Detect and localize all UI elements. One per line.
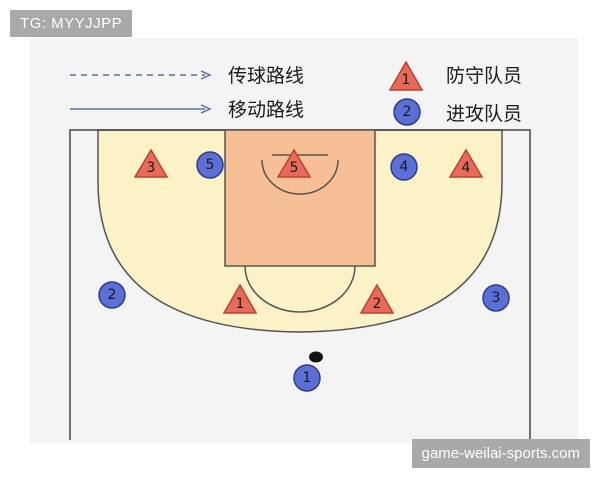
watermark-top-label: TG: MYYJJPP xyxy=(10,10,133,37)
restricted-arc xyxy=(261,159,339,195)
move-route-arrow xyxy=(200,104,212,114)
legend-attacker-icon: 2 xyxy=(393,98,421,126)
watermark-bottom-label: game-weilai-sports.com xyxy=(411,439,590,468)
defender-3: 3 xyxy=(133,148,169,178)
svg-text:3: 3 xyxy=(492,290,501,306)
defender-4: 4 xyxy=(448,148,484,178)
svg-text:3: 3 xyxy=(147,160,156,176)
svg-text:4: 4 xyxy=(400,159,409,175)
attacker-4: 4 xyxy=(390,153,418,181)
defender-1: 1 xyxy=(222,283,258,314)
defender-legend-label: 防守队员 xyxy=(446,65,522,87)
svg-text:5: 5 xyxy=(206,157,215,173)
move-route-label: 移动路线 xyxy=(228,99,304,121)
svg-text:2: 2 xyxy=(108,287,117,303)
svg-text:1: 1 xyxy=(303,370,312,386)
attacker-legend-label: 进攻队员 xyxy=(446,103,522,125)
defender-2: 2 xyxy=(359,283,395,314)
free-throw-arc xyxy=(244,265,356,313)
svg-text:4: 4 xyxy=(462,160,471,176)
svg-text:2: 2 xyxy=(403,104,412,120)
svg-text:2: 2 xyxy=(373,296,382,312)
svg-text:5: 5 xyxy=(290,160,299,176)
attacker-2: 2 xyxy=(98,281,126,309)
attacker-5: 5 xyxy=(196,151,224,179)
attacker-3: 3 xyxy=(482,284,510,312)
svg-text:1: 1 xyxy=(236,296,245,312)
attacker-1: 1 xyxy=(293,364,321,392)
ball-icon xyxy=(309,351,323,363)
legend-defender-icon: 1 xyxy=(388,60,424,91)
pass-route-arrow xyxy=(200,70,212,80)
svg-text:1: 1 xyxy=(402,72,411,88)
pass-route-label: 传球路线 xyxy=(228,65,304,87)
defender-5: 5 xyxy=(276,148,312,178)
paint-area xyxy=(224,129,376,267)
